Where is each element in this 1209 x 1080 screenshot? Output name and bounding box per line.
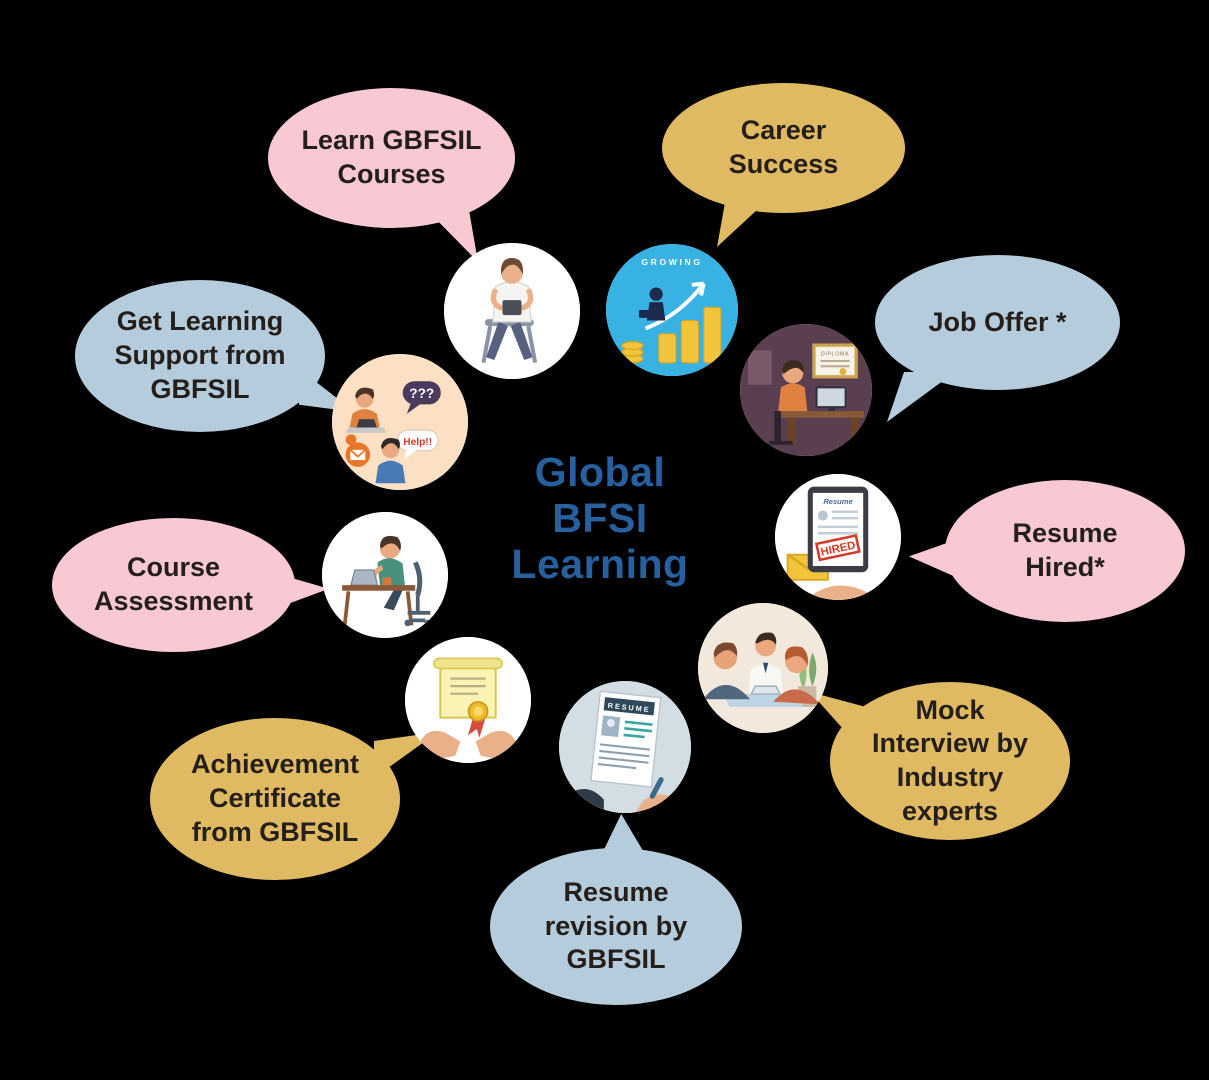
- resume-hired-icon: Resume HIRED: [775, 474, 901, 600]
- bubble-tail: [909, 538, 961, 580]
- bubble-label: Course Assessment: [93, 552, 254, 616]
- achievement-certificate-icon: [405, 637, 531, 763]
- bubble-label: Job Offer *: [928, 306, 1067, 337]
- learning-support-icon: ??? Help!!: [332, 354, 468, 490]
- mock-interview-icon: [698, 603, 828, 733]
- bubble-job-offer: Job Offer *: [875, 255, 1120, 422]
- bubble-label: Resume revision by GBFSIL: [544, 876, 688, 975]
- bubble-mock-interview: Mock Interview by Industry experts: [810, 682, 1070, 840]
- resume-revision-icon: RESUME: [559, 681, 691, 813]
- question-bubble-text: ???: [409, 386, 434, 401]
- bubble-achievement-certificate: Achievement Certificate from GBFSIL: [150, 718, 438, 880]
- career-success-icon: GROWING: [606, 244, 738, 376]
- bubble-label: Career Success: [728, 115, 839, 179]
- bubble-label: Resume Hired*: [1012, 518, 1118, 582]
- resume-header-text: Resume: [823, 497, 852, 506]
- bubble-label: Learn GBFSIL Courses: [301, 125, 482, 189]
- course-assessment-icon: [322, 512, 448, 638]
- bubble-label: Get Learning Support from GBFSIL: [114, 306, 286, 404]
- center-title: Global BFSI Learning: [511, 449, 689, 587]
- bubble-tail: [427, 210, 478, 262]
- bubble-learn-gbfsil-courses: Learn GBFSIL Courses: [268, 88, 515, 262]
- bubble-career-success: Career Success: [662, 83, 905, 247]
- learn-courses-icon: [444, 243, 580, 379]
- bubble-tail: [596, 814, 652, 866]
- job-offer-icon: DIPLOMA: [740, 324, 872, 456]
- bubble-resume-revision: Resume revision by GBFSIL: [490, 814, 742, 1005]
- bubble-course-assessment: Course Assessment: [52, 518, 329, 652]
- help-bubble-text: Help!!: [403, 437, 432, 448]
- bubble-tail: [717, 197, 771, 247]
- growing-caption: GROWING: [641, 257, 702, 267]
- bubble-label: Achievement Certificate from GBFSIL: [190, 749, 360, 847]
- resume-doc-header: RESUME: [607, 701, 651, 714]
- bubble-tail: [887, 372, 955, 422]
- bubble-label: Mock Interview by Industry experts: [871, 694, 1029, 826]
- bubble-resume-hired: Resume Hired*: [909, 480, 1185, 622]
- diploma-text: DIPLOMA: [821, 352, 849, 358]
- bubble-tail: [273, 572, 329, 610]
- bubble-learning-support: Get Learning Support from GBFSIL: [75, 280, 355, 432]
